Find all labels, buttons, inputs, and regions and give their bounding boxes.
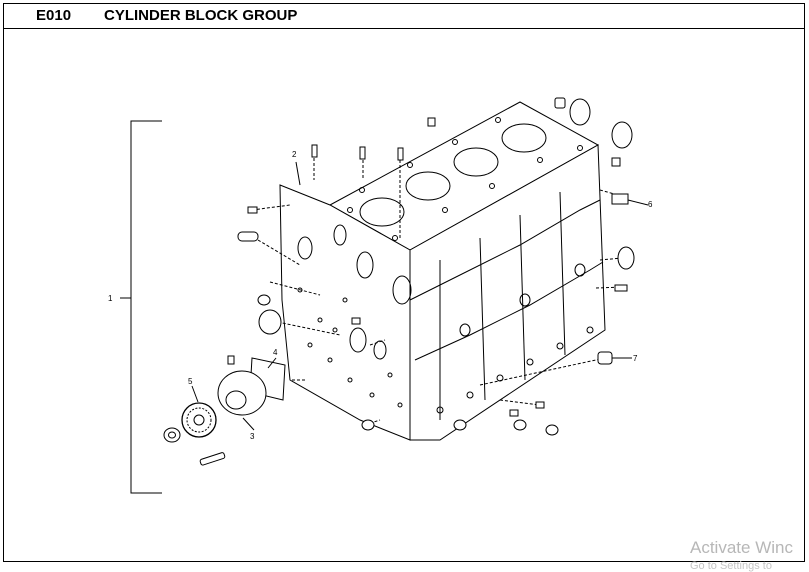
callout-labels: 1 2 3 4 5 6 7 xyxy=(108,150,653,441)
activation-watermark-sub: Go to Settings to xyxy=(690,560,772,572)
small-parts xyxy=(237,97,635,436)
callout-2: 2 xyxy=(292,150,297,159)
callout-3: 3 xyxy=(250,432,255,441)
callout-4: 4 xyxy=(273,348,278,357)
diagram-frame: E010 CYLINDER BLOCK GROUP xyxy=(3,3,805,562)
callout-5: 5 xyxy=(188,377,193,386)
oil-pump-assembly xyxy=(163,355,286,466)
callout-leaders xyxy=(191,161,649,431)
group-code: E010 xyxy=(36,7,72,24)
callout-7: 7 xyxy=(633,354,638,363)
page-header: E010 CYLINDER BLOCK GROUP xyxy=(4,4,804,29)
callout-1: 1 xyxy=(108,294,113,303)
assembly-bracket xyxy=(120,120,162,494)
cylinder-block xyxy=(279,101,606,441)
page-title: CYLINDER BLOCK GROUP xyxy=(104,7,298,24)
activation-watermark: Activate Winc xyxy=(690,538,793,557)
callout-6: 6 xyxy=(648,200,653,209)
